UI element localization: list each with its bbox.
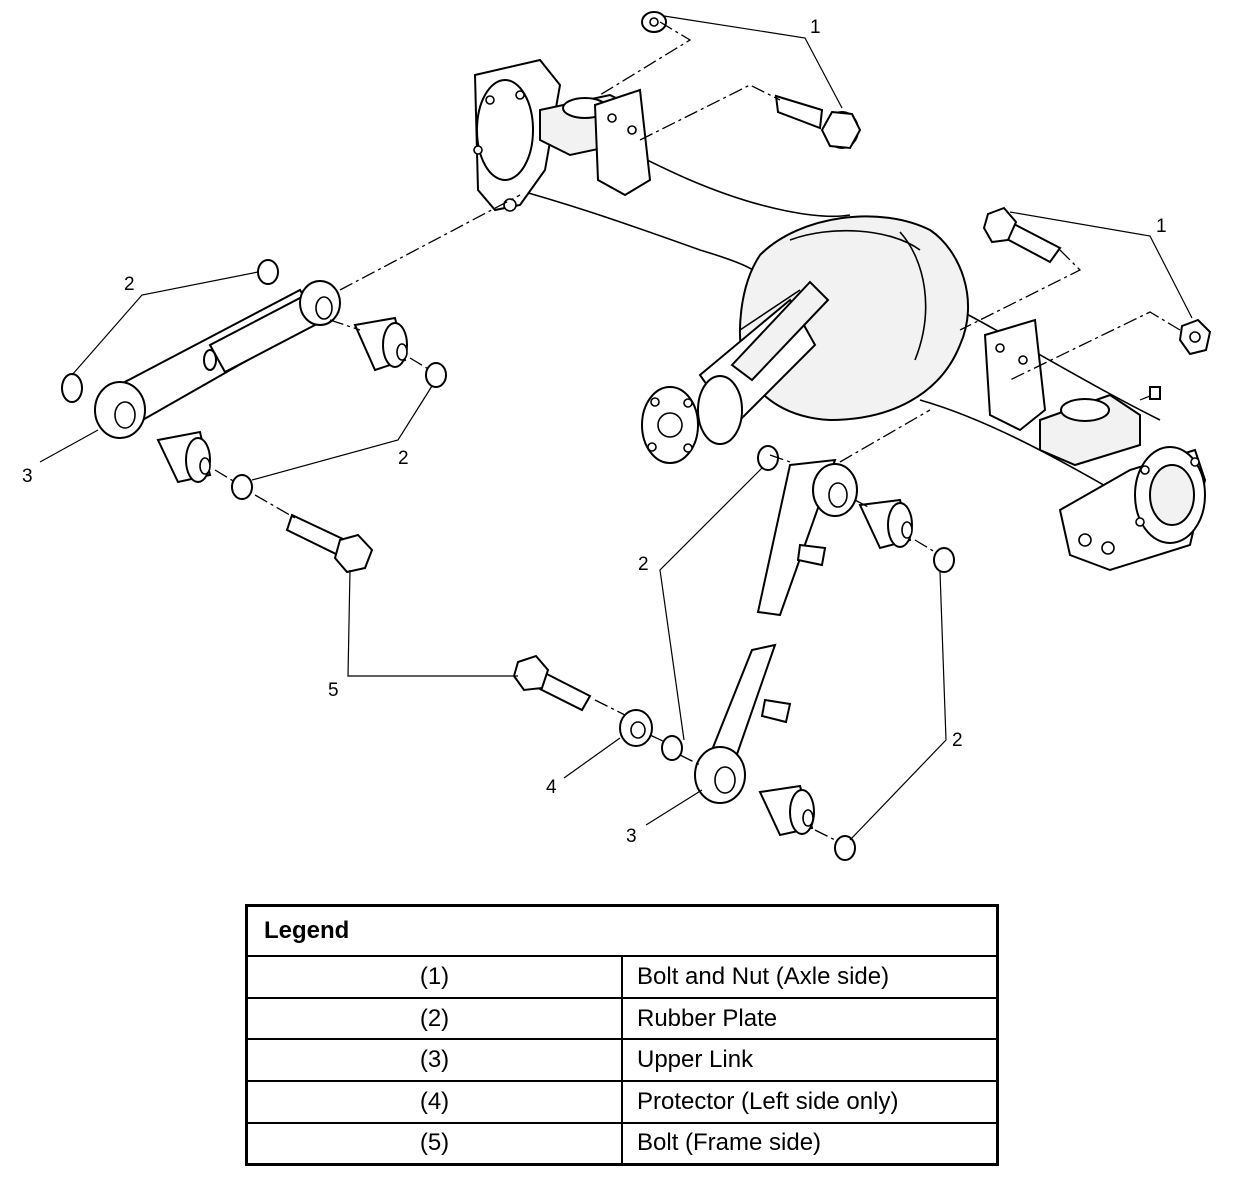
legend-row: (2) Rubber Plate <box>248 996 996 1041</box>
rear-axle-housing <box>473 58 1207 572</box>
rubber-plate-right-3 <box>661 735 683 761</box>
axle-side-bolt-left <box>774 94 862 150</box>
assembly-center-lines <box>214 21 1181 841</box>
upper-link-left <box>94 280 341 439</box>
bushing-right-lower <box>758 784 815 837</box>
axle-side-nut-left <box>641 11 667 33</box>
callout-2-right-upper: 2 <box>638 554 649 575</box>
rubber-plate-left-1 <box>257 259 279 285</box>
callout-2-left-bottom: 2 <box>398 448 409 469</box>
legend-row: (3) Upper Link <box>248 1038 996 1083</box>
rubber-plate-right-1 <box>757 445 779 471</box>
legend-row: (5) Bolt (Frame side) <box>248 1121 996 1163</box>
legend-title: Legend <box>248 907 996 957</box>
legend-description: Rubber Plate <box>621 996 996 1041</box>
callout-1-top: 1 <box>810 17 821 38</box>
legend-table: Legend (1) Bolt and Nut (Axle side) (2) … <box>245 904 999 1166</box>
leader-lines <box>39 15 1193 841</box>
callout-5: 5 <box>328 680 339 701</box>
legend-number: (2) <box>248 996 623 1041</box>
legend-number: (1) <box>248 955 623 999</box>
bushing-left-lower <box>156 430 212 484</box>
rubber-plate-right-2 <box>933 547 955 573</box>
legend-description: Protector (Left side only) <box>621 1080 996 1124</box>
rubber-plate-left-2 <box>61 373 83 403</box>
frame-side-bolt <box>512 654 592 712</box>
rubber-plate-left-4 <box>231 474 253 500</box>
legend-number: (3) <box>248 1038 623 1083</box>
bushing-left-upper <box>353 316 408 372</box>
callout-1-right: 1 <box>1156 216 1167 237</box>
legend-number: (5) <box>248 1121 623 1163</box>
legend-description: Bolt (Frame side) <box>621 1121 996 1163</box>
callout-2-right-lower: 2 <box>952 730 963 751</box>
rubber-plate-left-3 <box>425 362 447 388</box>
axle-side-nut-right <box>1178 318 1212 356</box>
callout-2-left-top: 2 <box>124 274 135 295</box>
protector <box>619 709 653 747</box>
legend-row: (4) Protector (Left side only) <box>248 1080 996 1124</box>
callout-3-left: 3 <box>22 466 33 487</box>
frame-side-bolt-left <box>285 513 374 574</box>
legend-description: Upper Link <box>621 1038 996 1083</box>
legend-description: Bolt and Nut (Axle side) <box>621 955 996 999</box>
legend-number: (4) <box>248 1080 623 1124</box>
axle-side-bolt-right <box>982 206 1062 264</box>
legend-row: (1) Bolt and Nut (Axle side) <box>248 955 996 999</box>
callout-3-right: 3 <box>626 826 637 847</box>
callout-4: 4 <box>546 777 557 798</box>
exploded-view-diagram: 1 1 2 2 2 2 3 3 4 5 <box>22 11 1212 861</box>
upper-link-right <box>694 458 858 804</box>
rubber-plate-right-4 <box>834 835 856 861</box>
bushing-right-upper <box>858 498 913 550</box>
